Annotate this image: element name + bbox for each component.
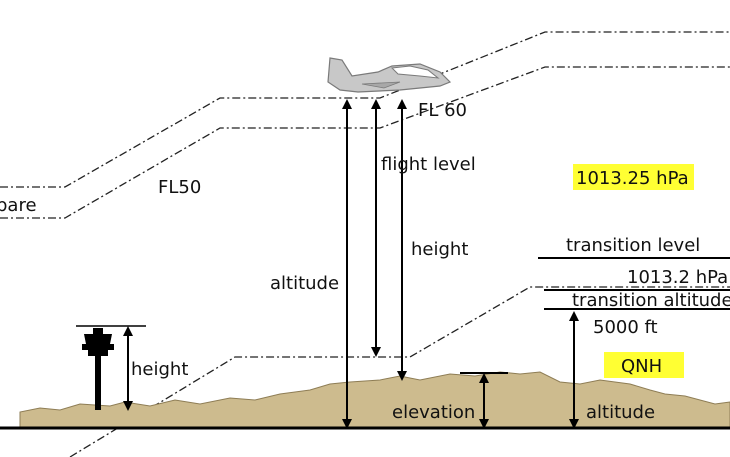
terrain [19,371,730,429]
std-pressure-highlight [573,164,694,190]
transition-level-label: transition level [566,235,700,256]
altitude-aircraft-label: altitude [270,273,339,294]
height-tower-label: height [131,359,188,380]
low-transition-line [69,286,730,457]
jet-aircraft-icon [327,57,452,93]
qnh-highlight [604,352,684,378]
upper-pressure-line [0,31,730,188]
qnh-label: QNH [621,356,662,377]
elevation-label: elevation [392,402,475,423]
fl50-line [0,66,730,219]
std-pressure-label: 1013.25 hPa [576,168,689,189]
pressure-1013-2-label: 1013.2 hPa [627,267,728,288]
flight-level-label: flight level [381,154,476,175]
fl60-label: FL 60 [418,100,467,121]
height-aircraft-label: height [411,239,468,260]
control-tower-icon [76,325,146,410]
fl50-label: FL50 [158,177,201,198]
altitude-right-label: altitude [586,402,655,423]
left-partial-label: pare [0,195,37,216]
ft5000-label: 5000 ft [593,317,658,338]
transition-altitude-label: transition altitude [572,290,730,311]
